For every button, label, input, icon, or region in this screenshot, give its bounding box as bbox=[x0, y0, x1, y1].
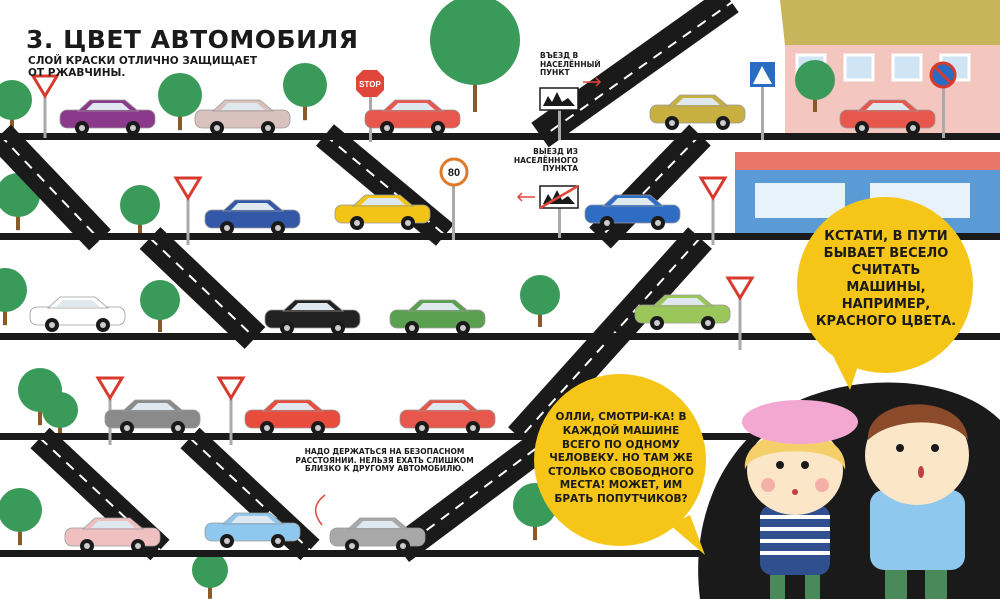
stop-sign: STOP bbox=[356, 70, 384, 142]
boy-character bbox=[865, 404, 969, 599]
car bbox=[634, 294, 731, 330]
car bbox=[839, 99, 936, 135]
tree bbox=[430, 0, 520, 112]
tree bbox=[120, 185, 160, 237]
tree bbox=[520, 275, 560, 327]
girl-speech-bubble: ОЛЛИ, СМОТРИ-КА! В КАЖДОЙ МАШИНЕ ВСЕГО П… bbox=[548, 411, 694, 506]
page-title: 3. ЦВЕТ АВТОМОБИЛЯ bbox=[26, 25, 359, 54]
car bbox=[649, 94, 746, 130]
car bbox=[64, 517, 161, 553]
town-exit-label: ВЫЕЗД ИЗ НАСЕЛЁННОГО ПУНКТА bbox=[513, 147, 578, 174]
town-entry-sign bbox=[539, 77, 602, 140]
car bbox=[329, 517, 426, 553]
car bbox=[59, 99, 156, 135]
speed-limit-sign: 80 bbox=[439, 157, 469, 240]
car bbox=[389, 299, 486, 335]
crosswalk-sign bbox=[750, 62, 775, 140]
page-subtitle: СЛОЙ КРАСКИ ОТЛИЧНО ЗАЩИЩАЕТ ОТ РЖАВЧИНЫ… bbox=[28, 55, 258, 80]
distance-note: НАДО ДЕРЖАТЬСЯ НА БЕЗОПАСНОМ РАССТОЯНИИ.… bbox=[295, 447, 474, 474]
car bbox=[244, 399, 341, 435]
boy-speech-bubble: КСТАТИ, В ПУТИ БЫВАЕТ ВЕСЕЛО СЧИТАТЬ МАШ… bbox=[815, 229, 957, 329]
speed-limit-text: 80 bbox=[448, 167, 460, 179]
tree bbox=[283, 63, 327, 121]
note-arrow bbox=[314, 494, 326, 526]
girl-character bbox=[742, 400, 858, 599]
cars bbox=[29, 94, 936, 553]
tree bbox=[158, 73, 202, 131]
car bbox=[334, 194, 431, 230]
boy-speech-bubble-shape bbox=[797, 197, 973, 390]
tree bbox=[0, 80, 32, 132]
stop-sign-text: STOP bbox=[359, 80, 381, 89]
car bbox=[29, 296, 126, 332]
car bbox=[399, 399, 496, 435]
no-parking-sign bbox=[929, 61, 957, 138]
town-entry-label: ВЪЕЗД В НАСЕЛЁННЫЙ ПУНКТ bbox=[540, 51, 601, 78]
tree bbox=[0, 268, 27, 326]
car bbox=[584, 194, 681, 230]
car bbox=[204, 199, 301, 235]
tree bbox=[192, 552, 228, 599]
car bbox=[104, 399, 201, 435]
girl-speech-bubble-shape bbox=[534, 374, 706, 555]
tree bbox=[140, 280, 180, 332]
tree bbox=[0, 488, 42, 546]
car bbox=[194, 99, 291, 135]
horizontal-roads bbox=[0, 133, 1000, 557]
car bbox=[204, 512, 301, 548]
tree bbox=[42, 392, 78, 439]
town-exit-sign bbox=[516, 184, 579, 238]
yield-signs bbox=[30, 74, 755, 445]
car bbox=[264, 299, 361, 335]
car bbox=[364, 99, 461, 135]
tree bbox=[795, 60, 835, 112]
